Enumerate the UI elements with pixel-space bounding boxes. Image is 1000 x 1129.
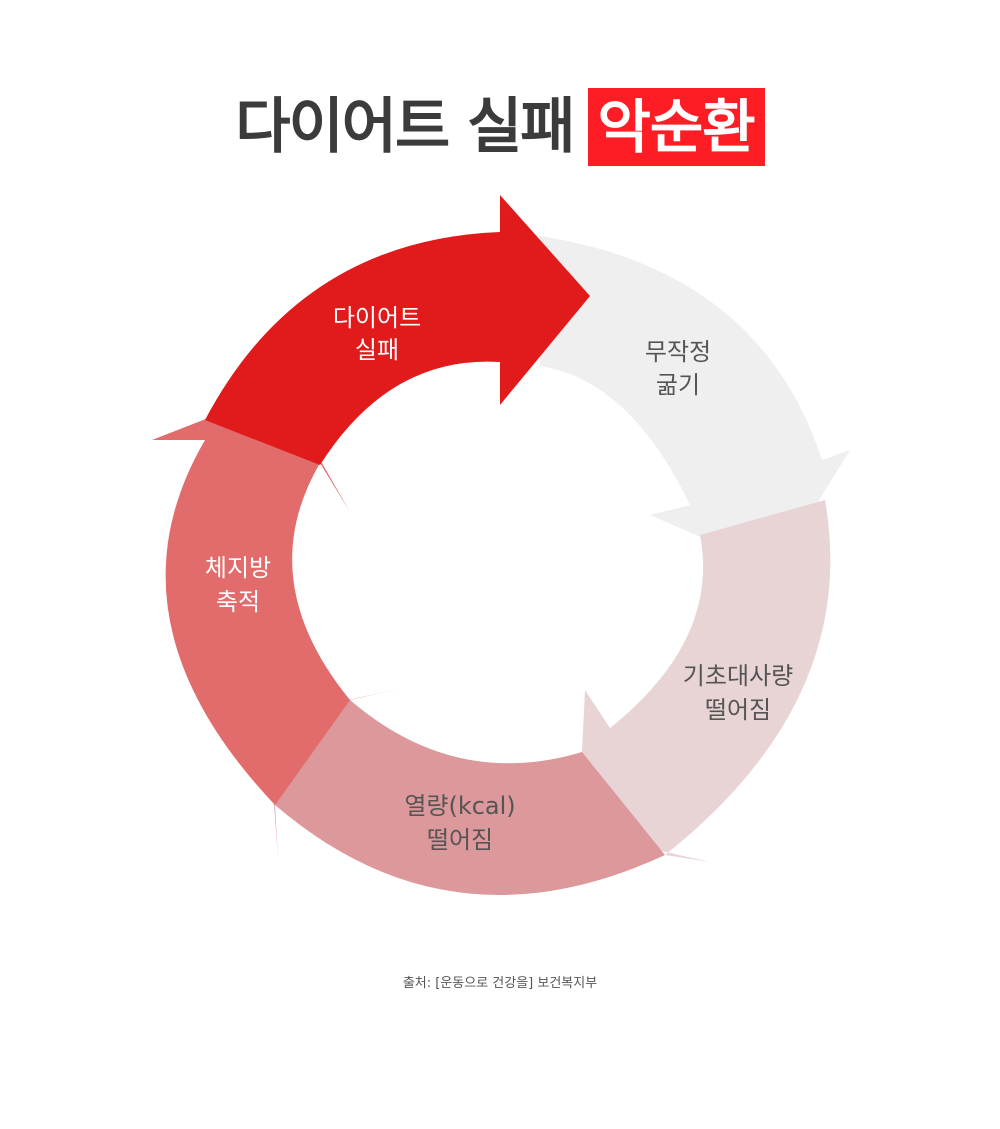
step2-label-line2: 굶기 [656, 371, 700, 399]
arrow-step1 [205, 195, 590, 465]
arrow-step3 [578, 500, 831, 862]
title-highlight: 악순환 [587, 88, 765, 166]
title-main: 다이어트 실패 [235, 92, 575, 162]
step1-label-line1: 다이어트 [333, 304, 421, 332]
step1-label-line2: 실패 [355, 336, 399, 364]
arrow-step4 [268, 688, 665, 895]
step5-label-line1: 체지방 [205, 554, 271, 582]
source-caption: 출처: [운동으로 건강을] 보건복지부 [402, 976, 598, 991]
step4-label-line2: 떨어짐 [427, 826, 493, 854]
arrow-step5 [152, 390, 350, 805]
step2-label-line1: 무작정 [645, 338, 711, 366]
step4-label-line1: 열량(kcal) [404, 792, 515, 820]
step3-label-line1: 기초대사량 [683, 662, 793, 690]
arrow-step2 [540, 236, 850, 570]
step5-label-line2: 축적 [216, 588, 260, 616]
step3-label-line2: 떨어짐 [705, 696, 771, 724]
diagram-title: 다이어트 실패 악순환 [0, 88, 1000, 166]
